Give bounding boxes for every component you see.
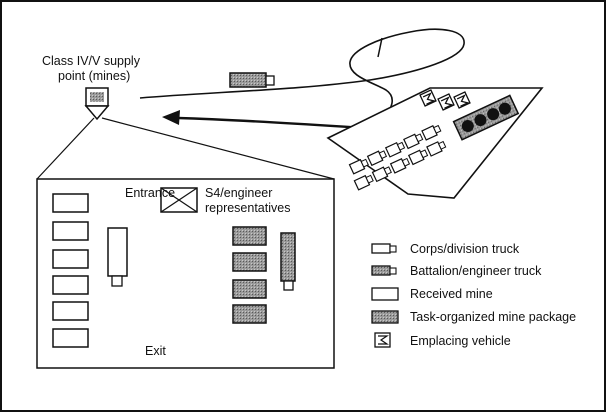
received-mine-box <box>52 328 89 348</box>
legend-label-received-mine: Received mine <box>410 287 493 301</box>
callout-line-right <box>101 117 335 180</box>
entrance-label: Entrance <box>125 186 176 200</box>
convoy-row-upper <box>348 124 442 175</box>
mine-package-box <box>232 252 267 272</box>
received-mine-box <box>52 193 89 213</box>
emplacing-vehicle-icon <box>453 91 471 109</box>
supply-point-symbol <box>84 87 110 121</box>
truck-white-icon <box>371 243 397 254</box>
received-mine-box <box>52 275 89 295</box>
battalion-engineer-truck <box>280 232 296 291</box>
convoy-truck <box>426 140 447 157</box>
convoy-truck <box>403 133 424 150</box>
arrow-head-icon <box>162 110 180 125</box>
convoy-truck <box>421 124 442 141</box>
legend-label-emplacing-vehicle: Emplacing vehicle <box>410 334 511 348</box>
convoy-row-lower <box>353 140 447 191</box>
emplacing-vehicle-icon <box>437 93 455 111</box>
convoy-truck <box>348 158 369 175</box>
supply-point-label-line2: point (mines) <box>58 69 131 83</box>
convoy-truck <box>366 150 388 167</box>
mine-package-box <box>232 226 267 246</box>
white-box-icon <box>371 287 399 301</box>
received-mine-box <box>52 301 89 321</box>
corps-division-truck <box>107 227 128 287</box>
convoy-truck <box>407 149 429 166</box>
route-tick-mark <box>377 37 383 58</box>
convoy-truck <box>371 166 392 183</box>
battalion-truck-on-route <box>229 72 275 88</box>
emplacing-vehicle-legend-icon <box>374 332 391 348</box>
legend-label-mine-package: Task-organized mine package <box>410 310 577 324</box>
s4-label-line1: S4/engineer <box>205 186 273 200</box>
mine-package-box <box>232 304 267 324</box>
legend-label-corps-truck: Corps/division truck <box>410 242 520 256</box>
convoy-truck <box>389 157 411 174</box>
received-mine-box <box>52 221 89 241</box>
supply-point-label-line1: Class IV/V supply <box>42 54 140 68</box>
legend-label-battalion-truck: Battalion/engineer truck <box>410 264 542 278</box>
callout-line-left <box>36 117 95 180</box>
convoy-truck <box>353 174 374 191</box>
received-mine-box <box>52 249 89 269</box>
convoy-truck <box>384 141 406 158</box>
mine-package-box <box>232 279 267 299</box>
gray-box-icon <box>371 310 399 324</box>
truck-gray-icon <box>371 265 397 276</box>
emplacing-vehicle-icon <box>419 89 437 107</box>
resupply-route-line <box>139 28 465 121</box>
s4-label-line2: representatives <box>205 201 291 215</box>
s4-engineer-box <box>160 187 198 213</box>
mine-strip <box>452 94 520 141</box>
exit-label: Exit <box>145 344 166 358</box>
